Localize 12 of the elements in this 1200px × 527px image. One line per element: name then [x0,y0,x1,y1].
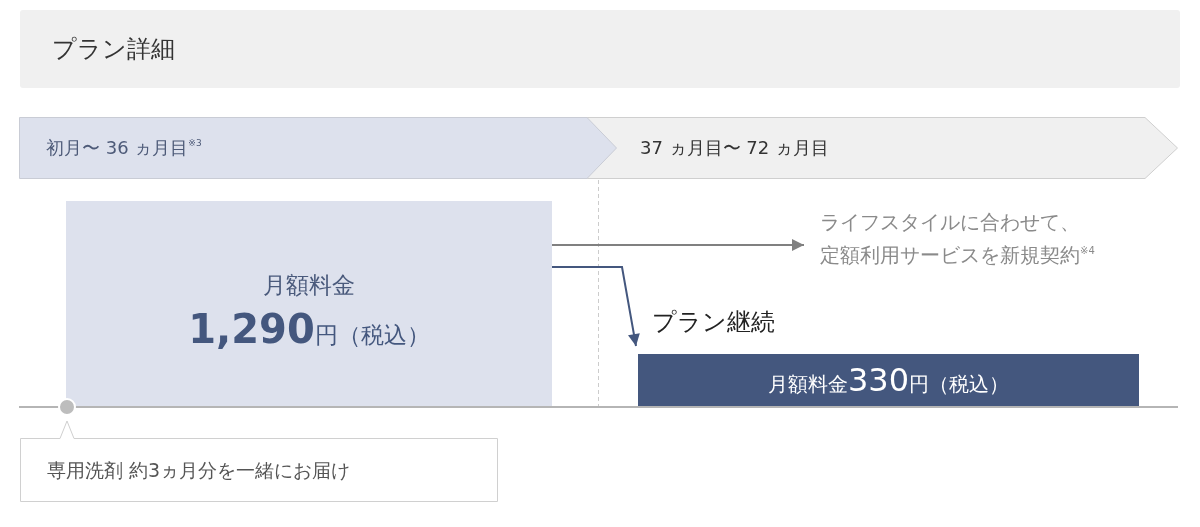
price-panel [66,201,552,406]
period-label: 37 ヵ月目〜 72 ヵ月目 [640,136,829,160]
note-text: ライフスタイルに合わせて、定額利用サービスを新規契約$^{※4}$ [820,209,1096,269]
price-text: 1,290円（税込） [187,305,431,354]
callout-text: 専用洗剤 約3ヵ月分を一緒にお届け [47,458,351,483]
arrow [551,239,805,251]
arrow [551,266,640,347]
price-label: 月額料金 [262,271,356,300]
plan-heading: プラン継続 [652,307,775,338]
heading-band: プラン詳細 [20,10,1180,88]
price-bar: 月額料金330円（税込） [638,354,1139,406]
period-label: 初月〜 36 ヵ月目$^{※3}$ [46,136,202,160]
